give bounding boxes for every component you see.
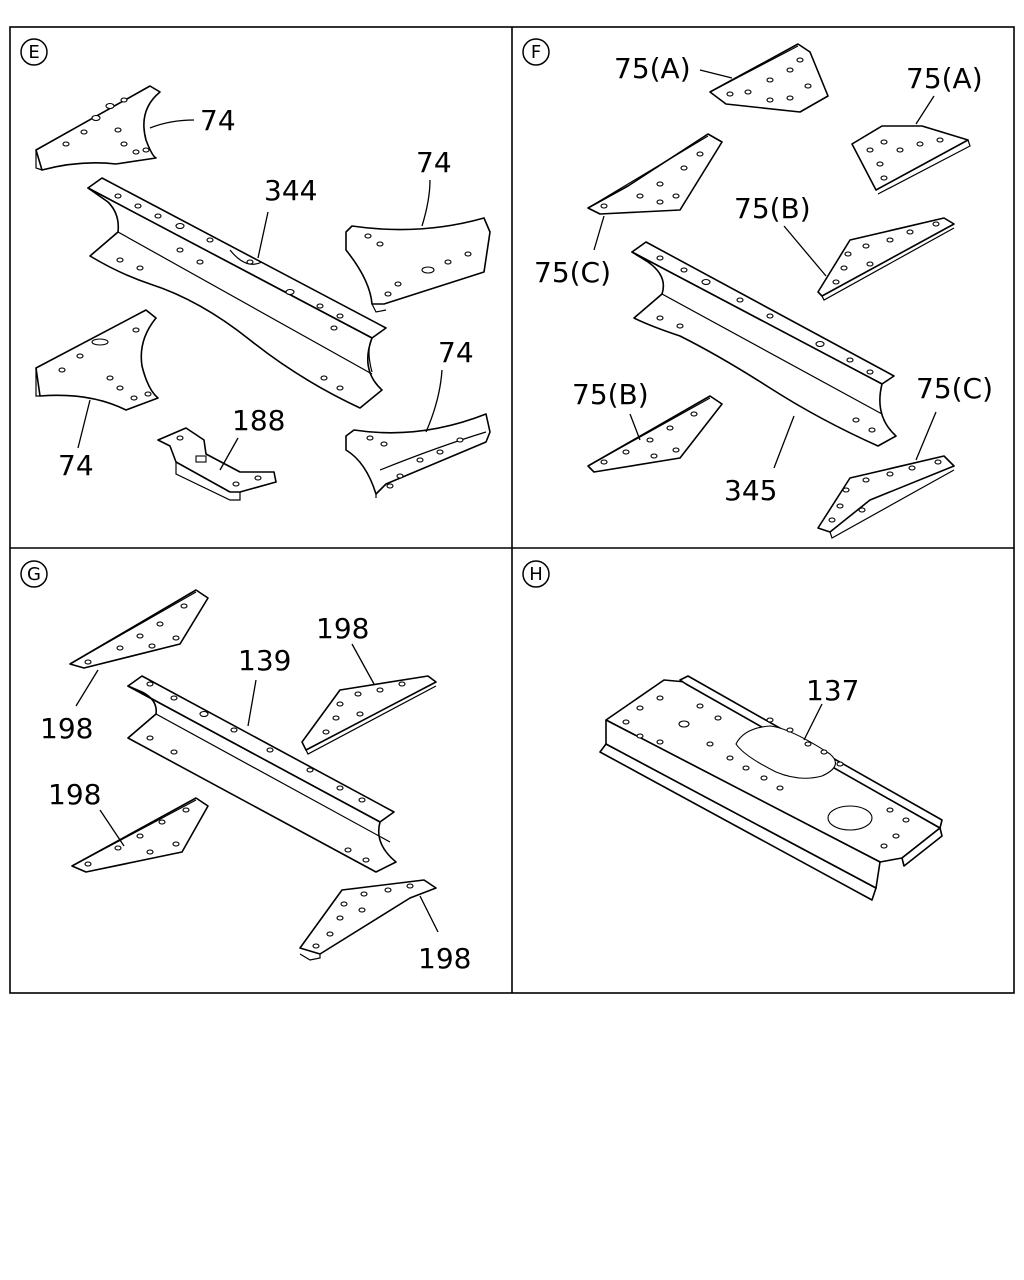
plate-198-left-lower: [71, 797, 209, 873]
callout-75b-lower: 75(B): [572, 378, 649, 411]
section-f: F 75(A): [522, 38, 993, 539]
panel-frame: [9, 26, 1015, 994]
callout-75c-left: 75(C): [534, 256, 611, 289]
section-h-marker: H: [522, 560, 550, 588]
crossmember-137: [599, 675, 943, 901]
bracket-74-top-left: [35, 85, 161, 171]
bracket-188: [157, 427, 277, 501]
section-e-letter: E: [28, 42, 39, 63]
section-e: E 74: [20, 38, 491, 501]
callout-198-top-left: 198: [40, 712, 93, 745]
plate-75a-right: [851, 125, 971, 195]
plate-75c-lower: [817, 455, 955, 539]
plate-198-top-left: [69, 589, 209, 669]
section-g-letter: G: [27, 564, 41, 585]
bracket-74-right-lower: [345, 413, 491, 498]
section-g: G 198: [20, 560, 471, 975]
section-f-marker: F: [522, 38, 550, 66]
callout-345: 345: [724, 474, 777, 507]
callout-198-right-lower: 198: [418, 942, 471, 975]
bracket-74-left-lower: [35, 309, 159, 411]
callout-74-right-upper: 74: [416, 146, 452, 179]
callout-74-left-lower: 74: [58, 449, 94, 482]
callout-198-right-upper: 198: [316, 612, 369, 645]
section-h-letter: H: [529, 564, 543, 585]
plate-75b-right: [817, 217, 955, 301]
section-g-marker: G: [20, 560, 48, 588]
callout-75b-right: 75(B): [734, 192, 811, 225]
section-h: H: [522, 560, 943, 901]
section-e-marker: E: [20, 38, 48, 66]
crossmember-344: [87, 177, 387, 409]
bracket-74-right-upper: [345, 217, 491, 313]
callout-75a-top-left: 75(A): [614, 52, 691, 85]
plate-198-right-lower: [299, 879, 437, 961]
callout-198-left-lower: 198: [48, 778, 101, 811]
callout-74-right-lower: 74: [438, 336, 474, 369]
plate-75b-lower: [587, 395, 723, 473]
plate-75c-upper: [587, 133, 723, 215]
crossmember-345: [631, 241, 897, 447]
plate-198-right-upper: [301, 675, 437, 755]
callout-75c-right: 75(C): [916, 372, 993, 405]
callout-75a-right: 75(A): [906, 62, 983, 95]
crossmember-139: [127, 675, 397, 873]
callout-74-top: 74: [200, 104, 236, 137]
callout-139: 139: [238, 644, 291, 677]
plate-75a-top: [709, 43, 829, 113]
callout-137: 137: [806, 674, 859, 707]
callout-188: 188: [232, 404, 285, 437]
section-f-letter: F: [531, 42, 541, 63]
callout-344: 344: [264, 174, 317, 207]
